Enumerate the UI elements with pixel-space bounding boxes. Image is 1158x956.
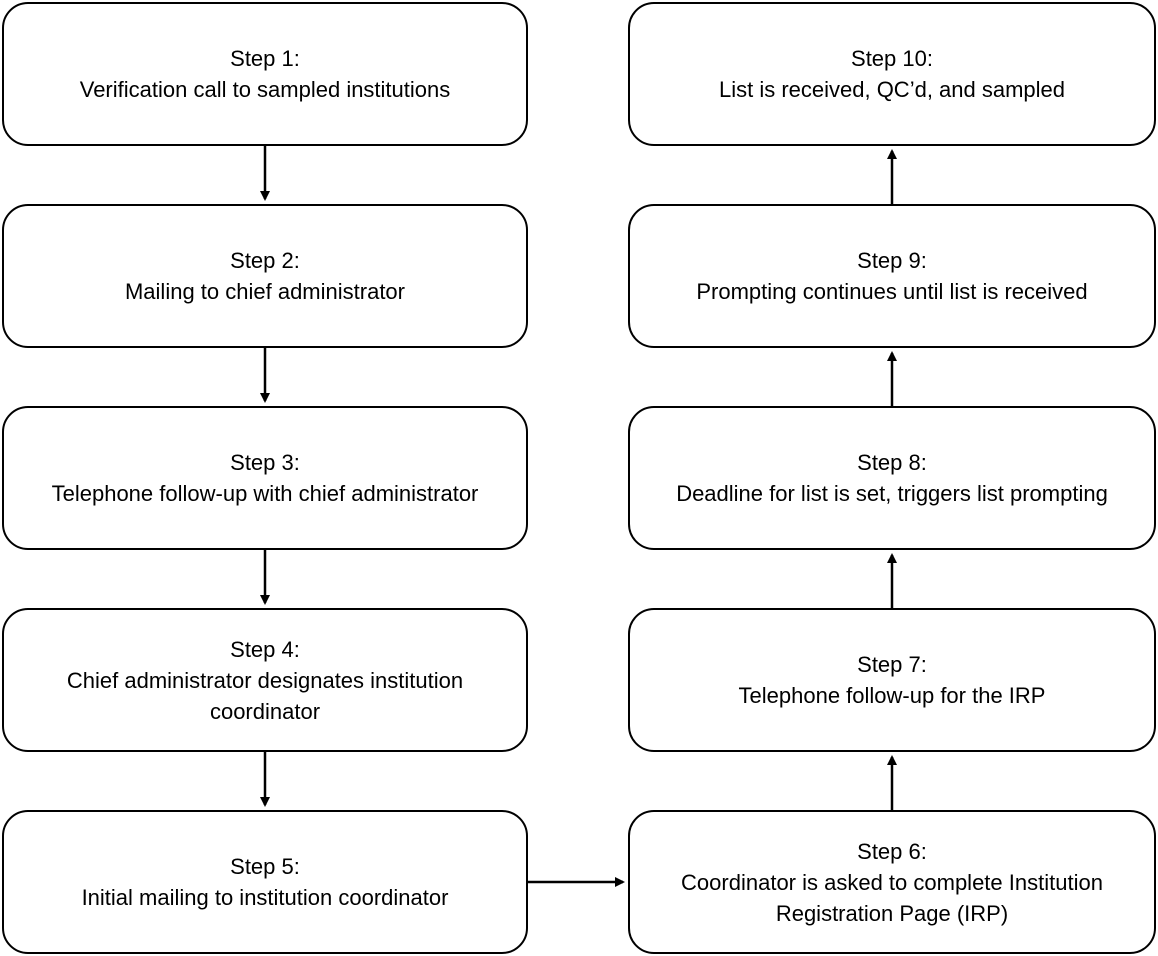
step-8-box: Step 8: Deadline for list is set, trigge…: [628, 406, 1156, 550]
step-2-number: Step 2:: [230, 248, 300, 273]
step-4-box: Step 4: Chief administrator designates i…: [2, 608, 528, 752]
step-1-number: Step 1:: [230, 46, 300, 71]
step-8-text: Deadline for list is set, triggers list …: [676, 481, 1108, 506]
step-9-number: Step 9:: [857, 248, 927, 273]
step-2-box: Step 2: Mailing to chief administrator: [2, 204, 528, 348]
step-4-text: Chief administrator designates instituti…: [66, 667, 464, 724]
step-8-number: Step 8:: [857, 450, 927, 475]
step-3-number: Step 3:: [230, 450, 300, 475]
step-6-box: Step 6: Coordinator is asked to complete…: [628, 810, 1156, 954]
step-3-box: Step 3: Telephone follow-up with chief a…: [2, 406, 528, 550]
step-7-box: Step 7: Telephone follow-up for the IRP: [628, 608, 1156, 752]
step-7-number: Step 7:: [857, 652, 927, 677]
step-1-box: Step 1: Verification call to sampled ins…: [2, 2, 528, 146]
step-10-number: Step 10:: [851, 46, 933, 71]
step-9-text: Prompting continues until list is receiv…: [696, 279, 1088, 304]
step-4-number: Step 4:: [230, 636, 300, 662]
step-5-text: Initial mailing to institution coordinat…: [81, 885, 449, 910]
step-2-text: Mailing to chief administrator: [124, 279, 405, 304]
step-10-box: Step 10: List is received, QC’d, and sam…: [628, 2, 1156, 146]
step-9-box: Step 9: Prompting continues until list i…: [628, 204, 1156, 348]
step-6-number: Step 6:: [857, 838, 927, 864]
step-7-text: Telephone follow-up for the IRP: [738, 683, 1046, 708]
step-10-text: List is received, QC’d, and sampled: [718, 77, 1066, 102]
step-5-box: Step 5: Initial mailing to institution c…: [2, 810, 528, 954]
step-5-number: Step 5:: [230, 854, 300, 879]
step-6-text: Coordinator is asked to complete Institu…: [681, 869, 1103, 926]
step-3-text: Telephone follow-up with chief administr…: [51, 481, 479, 506]
step-1-text: Verification call to sampled institution…: [79, 77, 451, 102]
